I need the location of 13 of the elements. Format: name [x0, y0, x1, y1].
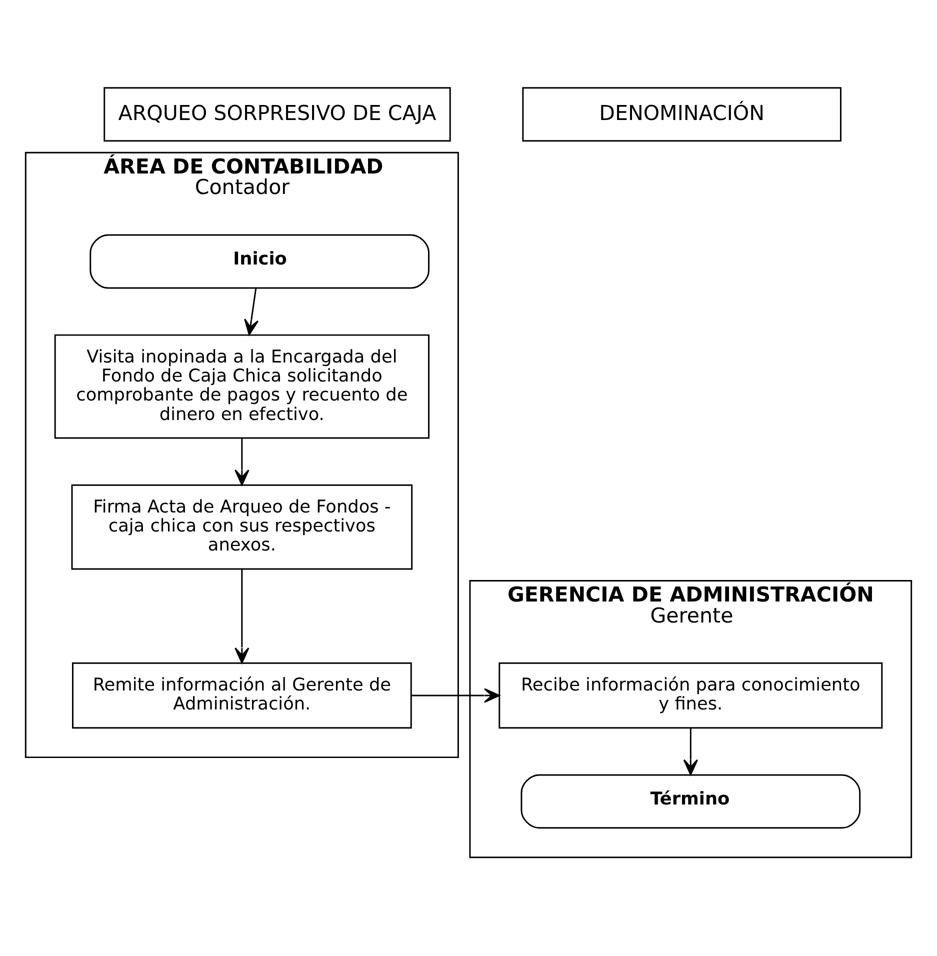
label: ARQUEO SORPRESIVO DE CAJA	[118, 100, 436, 124]
arrow	[683, 727, 698, 775]
node-box: Remite información al Gerente de Administración.	[72, 662, 412, 728]
arrow	[234, 568, 250, 663]
node-box: Término	[520, 774, 861, 828]
arrow	[412, 688, 500, 702]
node-box: Visita inopinada a la Encargada del Fondo de Caja Chica solicitando comprobante de pagos y recuento de dinero en efectivo.	[54, 334, 430, 438]
node-box: Inicio	[90, 234, 430, 288]
node-box: Firma Acta de Arqueo de Fondos - caja chica con sus respectivos anexos.	[71, 484, 413, 570]
arrow	[244, 288, 259, 335]
node-box: Recibe información para conocimiento y fines.	[498, 662, 883, 728]
label: DENOMINACIÓN	[599, 100, 765, 124]
arrow	[234, 438, 250, 486]
